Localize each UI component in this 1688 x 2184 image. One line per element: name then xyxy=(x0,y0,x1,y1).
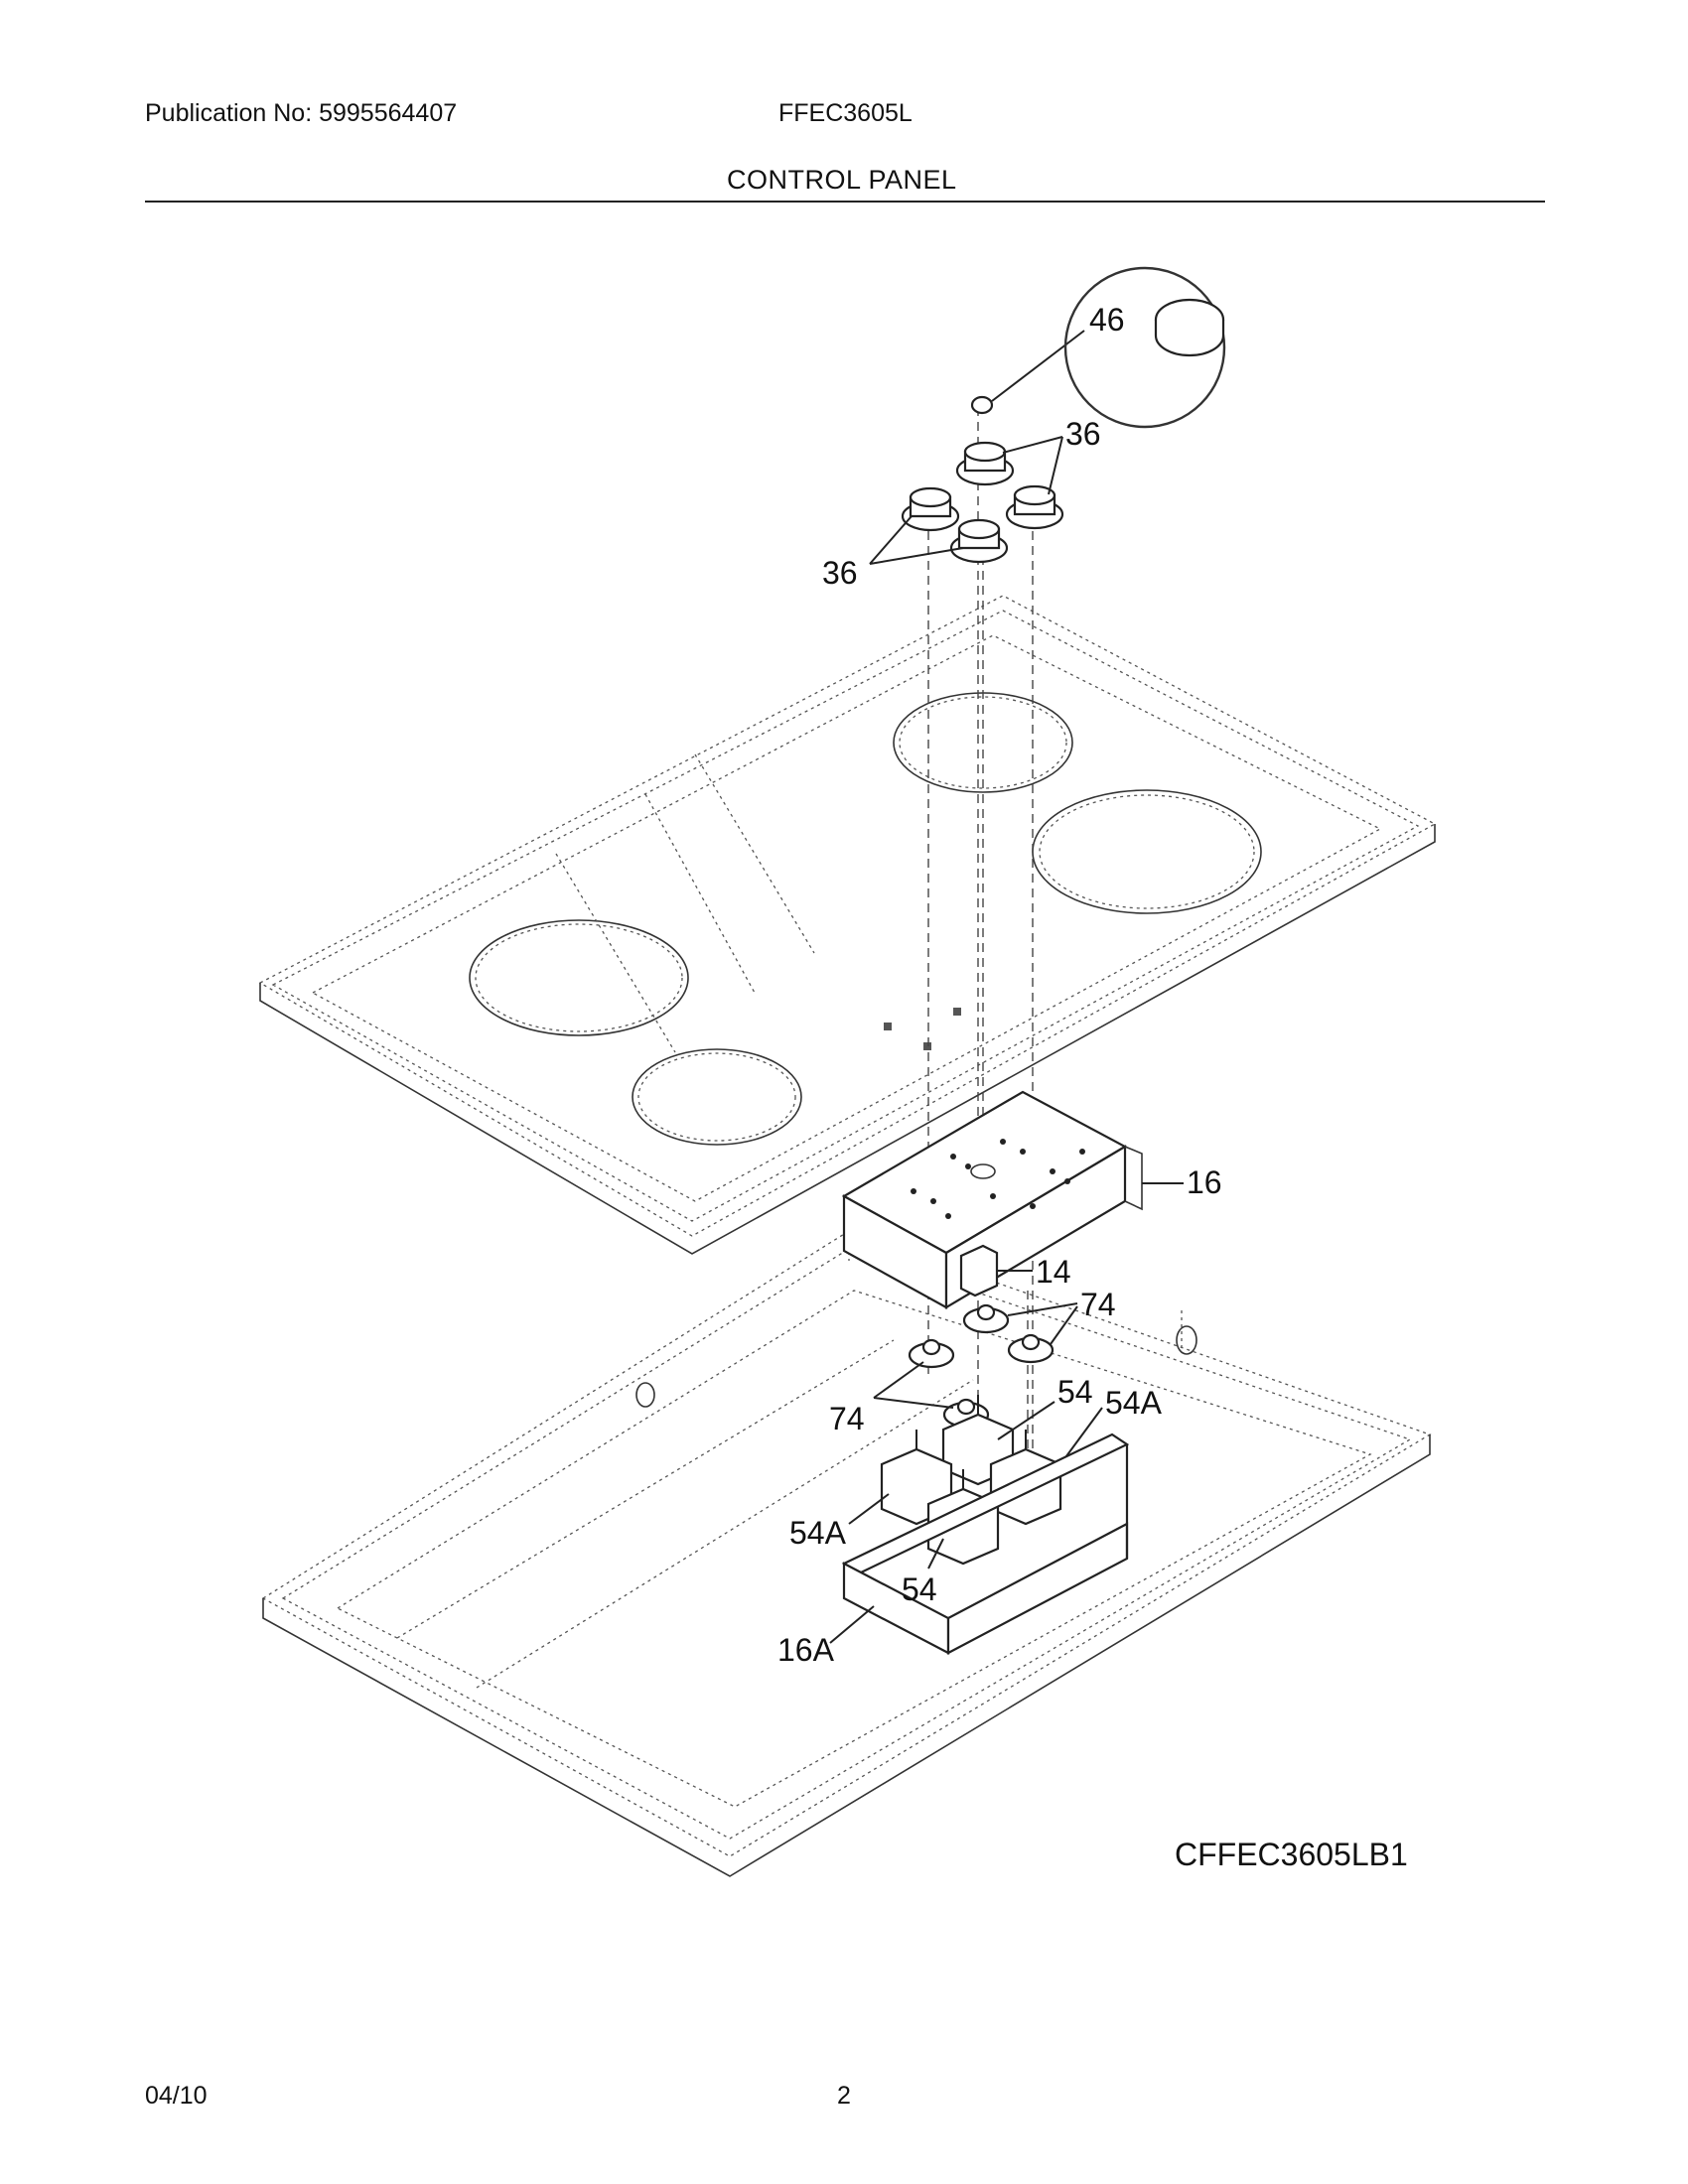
callout-36-top: 36 xyxy=(1065,416,1101,452)
knob-front xyxy=(949,518,1009,564)
callout-74-right: 74 xyxy=(1080,1287,1116,1322)
callout-14: 14 xyxy=(1036,1254,1071,1290)
section-title: CONTROL PANEL xyxy=(727,165,957,195)
knob-top xyxy=(955,441,1015,486)
callout-54-top: 54 xyxy=(1057,1374,1093,1410)
control-knobs xyxy=(901,441,1064,564)
callout-54-bottom: 54 xyxy=(902,1571,937,1607)
callout-54A-right: 54A xyxy=(1105,1385,1163,1421)
callout-74-left: 74 xyxy=(829,1401,865,1436)
knob-left xyxy=(901,486,960,532)
callout-46: 46 xyxy=(1089,302,1125,338)
cooktop-pan xyxy=(261,1230,1432,1877)
switch-bracket-16A xyxy=(829,1433,1130,1655)
header-rule xyxy=(145,201,1545,203)
knob-seals-74 xyxy=(873,1302,1078,1429)
callout-54A-left: 54A xyxy=(789,1515,847,1551)
page-number: 2 xyxy=(837,2082,851,2110)
publication-number: Publication No: 5995564407 xyxy=(145,99,458,127)
callout-36-bottom: 36 xyxy=(822,555,858,591)
control-bracket-16 xyxy=(841,1090,1184,1309)
callout-16: 16 xyxy=(1187,1164,1222,1200)
switch-14 xyxy=(959,1244,1033,1297)
diagram-id: CFFEC3605LB1 xyxy=(1175,1837,1408,1872)
knob-right xyxy=(1005,484,1064,530)
model-number: FFEC3605L xyxy=(778,99,913,127)
plug-button-46 xyxy=(970,266,1226,429)
callout-16A: 16A xyxy=(777,1632,835,1668)
footer-date: 04/10 xyxy=(145,2082,208,2110)
cooktop-glass xyxy=(258,595,1437,1255)
